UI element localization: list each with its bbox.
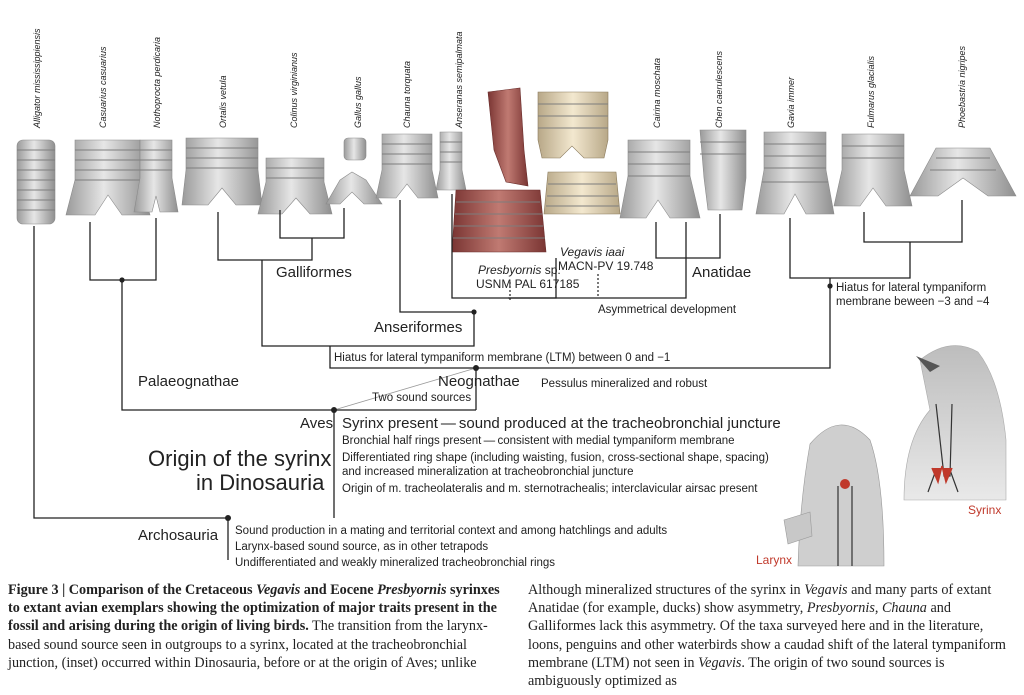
fossil-vegavis [537,91,621,215]
note-asymmetrical: Asymmetrical development [598,304,737,316]
bird-inset [896,330,1010,501]
clade-galliformes: Galliformes [276,264,352,281]
syrinx-alligator [16,139,56,225]
clade-anatidae: Anatidae [692,264,751,281]
syrinx-phoebastria [909,147,1017,197]
caption-right-a: Although mineralized structures of the s… [528,582,805,598]
taxon-label-gallus: Gallus gallus [353,76,363,128]
caption-right-b: and many parts of extant Anatidae (for e… [528,582,992,617]
note-two-sources: Two sound sources [372,392,471,404]
taxon-label-chen: Chen caerulescens [714,50,724,128]
origin-title-1: Origin of the syrinx [148,446,331,471]
clade-archosauria: Archosauria [138,527,219,544]
caption-title-vegavis: Vegavis [256,582,301,598]
fossil-presbyornis-label: Presbyornis sp. [478,263,561,277]
caption-title-presbyornis: Presbyornis [377,582,447,598]
note-hiatus-loon-2: membrane beween −3 and −4 [836,296,990,308]
note-hiatus-ltm: Hiatus for lateral tympaniform membrane … [334,352,670,364]
fossil-vegavis-name: Vegavis iaai [560,245,625,259]
taxon-label-alligator: Alligator mississippiensis [32,28,42,129]
syrinx-ortalis [181,137,263,206]
caption-title-b: and Eocene [300,582,378,598]
syrinx-chen [699,129,747,211]
caption-right-c: , [874,600,882,617]
taxon-label-chauna: Chauna torquata [402,61,412,128]
taxon-label-phoebastria: Phoebastria nigripes [957,45,967,128]
caption-right-presbyornis: Presbyornis [806,600,875,617]
fossil-vegavis-id: MACN-PV 19.748 [558,259,654,273]
fossil-presbyornis [451,87,547,253]
caption-right-d: and Galliformes lack this asymmetry. Of … [528,600,1006,671]
inset-larynx-label: Larynx [756,553,792,567]
fossil-presbyornis-sp: sp. [545,263,561,277]
lizard-inset [783,424,885,567]
taxon-label-colinus: Colinus virginianus [289,52,299,128]
note-pessulus: Pessulus mineralized and robust [541,378,708,390]
caption-right-chauna: Chauna [881,600,927,617]
note-hiatus-loon-1: Hiatus for lateral tympaniform [836,282,986,294]
taxon-label-anseranas: Anseranas semipalmata [454,31,464,129]
clade-anseriformes: Anseriformes [374,319,462,336]
caption-title-a: Figure 3 | Comparison of the Cretaceous [8,582,257,598]
syrinx-specimens [16,87,1017,253]
inset-illustrations [783,330,1010,567]
note-aves-1: Syrinx present — sound produced at the t… [342,415,781,432]
figure-caption-left: Figure 3 | Comparison of the Cretaceous … [8,581,500,672]
caption-title: Figure 3 | Comparison of the Cretaceous … [8,582,500,634]
taxon-label-casuarius: Casuarius casuarius [98,46,108,128]
syrinx-chauna [375,133,439,199]
taxon-label-fulmarus: Fulmarus glacialis [866,55,876,128]
phylogeny-figure: Alligator mississippiensis Casuarius cas… [16,28,1017,569]
clade-aves: Aves [300,415,333,432]
figure-caption-right: Although mineralized structures of the s… [528,581,1016,690]
caption-right-vegavis2: Vegavis [698,654,742,671]
fossil-presbyornis-id: USNM PAL 617185 [476,277,580,291]
note-aves-2: Bronchial half rings present — consisten… [342,435,735,447]
origin-title-2: in Dinosauria [196,470,325,495]
taxon-labels: Alligator mississippiensis Casuarius cas… [32,28,967,129]
syrinx-fulmarus [833,133,913,207]
caption-right-e: . The origin of two sound sources is amb… [528,654,945,690]
syrinx-nothoprocta [133,139,179,213]
note-arch-2: Larynx-based sound source, as in other t… [235,541,488,553]
taxon-label-gavia: Gavia immer [786,76,796,128]
phylogenetic-tree [33,194,963,560]
syrinx-cairina [619,139,701,219]
taxon-label-cairina: Cairina moschata [652,58,662,128]
inset-syrinx-label: Syrinx [968,503,1001,517]
note-aves-4: and increased mineralization at tracheob… [342,466,634,478]
syrinx-colinus [257,157,333,215]
syrinx-gavia [755,131,835,215]
syrinx-casuarius [65,139,151,216]
syrinx-anseranas [435,131,467,191]
note-arch-3: Undifferentiated and weakly mineralized … [235,557,555,569]
taxon-label-nothoprocta: Nothoprocta perdicaria [152,37,162,128]
note-arch-1: Sound production in a mating and territo… [235,525,667,537]
note-aves-5: Origin of m. tracheolateralis and m. ste… [342,483,758,495]
clade-palaeognathae: Palaeognathae [138,373,239,390]
caption-right-vegavis: Vegavis [804,582,848,598]
clade-neognathae: Neognathae [438,373,520,390]
note-aves-3: Differentiated ring shape (including wai… [342,452,769,464]
syrinx-gallus [325,137,383,205]
fossil-presbyornis-name: Presbyornis [478,263,541,277]
caption-left-text: The transition from the larynx-based sou… [8,618,488,671]
taxon-label-ortalis: Ortalis vetula [218,75,228,128]
caption-title-c: syrinxes to extant avian exemplars showi… [8,582,500,635]
